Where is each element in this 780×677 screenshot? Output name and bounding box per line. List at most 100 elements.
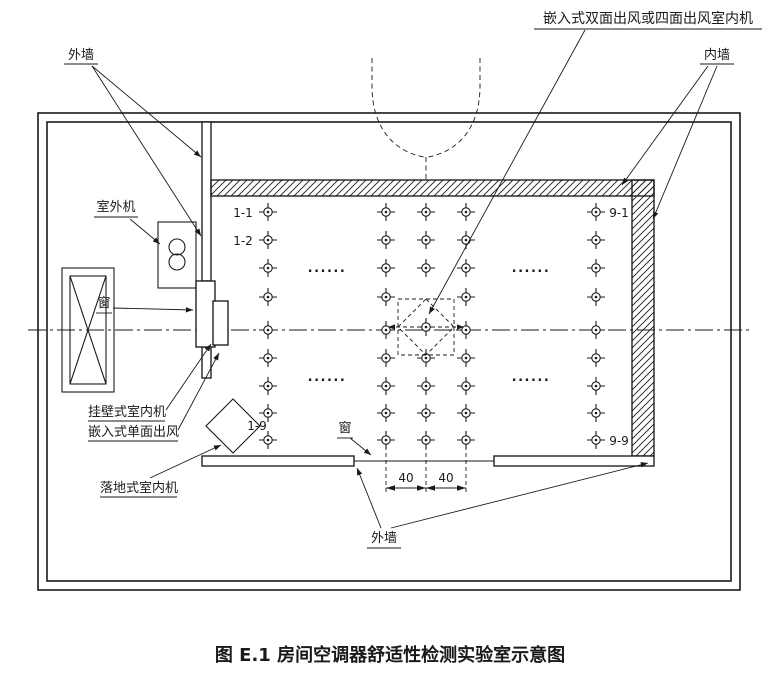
outdoor-unit-fan-bottom — [168, 253, 186, 271]
measurement-point — [258, 348, 278, 368]
measurement-point — [376, 320, 396, 340]
inner-wall-right-hatched — [631, 179, 655, 457]
leader-inner-wall-1 — [621, 65, 709, 186]
measurement-point — [376, 202, 396, 222]
labels: 外墙 嵌入式双面出风或四面出风室内机 内墙 室外机 窗 挂壁式室内机 嵌入式单面… — [64, 10, 762, 549]
measurement-point — [456, 258, 476, 278]
label-embedded-single-outlet: 嵌入式单面出风 — [88, 425, 179, 440]
label-floor-standing-unit: 落地式室内机 — [100, 480, 178, 496]
measurement-point — [376, 376, 396, 396]
measurement-point — [258, 430, 278, 450]
measurement-point — [416, 202, 436, 222]
measurement-point — [258, 320, 278, 340]
label-wall-mounted-unit: 挂壁式室内机 — [88, 404, 166, 420]
room-bottom-wall-left — [201, 455, 355, 467]
leader-wall-mounted-unit — [165, 343, 212, 411]
measurement-point — [416, 258, 436, 278]
measurement-point-grid — [258, 202, 606, 450]
outdoor-unit — [157, 221, 197, 289]
measurement-point — [456, 202, 476, 222]
leader-window-left — [112, 307, 194, 313]
room-left-wall-stub — [201, 346, 212, 379]
measurement-point — [586, 287, 606, 307]
measurement-point — [376, 230, 396, 250]
label-window-left: 窗 — [97, 295, 110, 311]
figure-caption: 图 E.1 房间空调器舒适性检测实验室示意图 — [215, 644, 565, 666]
measurement-point — [416, 348, 436, 368]
dim-arrow-1 — [386, 485, 395, 491]
grid-label-1-1: 1-1 — [233, 206, 253, 220]
leader-outer-wall-top-1 — [91, 65, 202, 158]
measurement-point — [586, 230, 606, 250]
leader-outer-wall-bottom-1 — [356, 467, 382, 529]
cassette-diffuser-diamond — [397, 298, 455, 356]
leader-cassette-unit — [428, 29, 586, 315]
grid-label-9-1: 9-1 — [609, 206, 629, 220]
leader-floor-standing-unit — [149, 444, 222, 479]
measurement-point — [416, 403, 436, 423]
grid-label-1-2: 1-2 — [233, 234, 253, 248]
air-handling-box — [61, 267, 115, 393]
test-room-walls — [195, 121, 655, 467]
wall-mounted-indoor-unit — [212, 300, 229, 346]
inner-wall-top-hatched — [210, 179, 655, 197]
air-handling-box-outer — [61, 267, 115, 393]
measurement-point — [586, 320, 606, 340]
measurement-point — [258, 230, 278, 250]
leader-inner-wall-2 — [652, 65, 718, 220]
grid-ellipsis-top-right: ...... — [512, 261, 551, 276]
door-swing-left-arc — [371, 58, 425, 158]
label-outdoor-unit: 室外机 — [96, 199, 135, 215]
leader-outdoor-unit — [129, 218, 161, 245]
label-window-bottom: 窗 — [338, 420, 351, 436]
dim-value-left: 40 — [398, 471, 413, 485]
dimension-40-40: 40 40 — [385, 446, 467, 495]
leader-window-bottom — [349, 437, 372, 456]
grid-label-9-9: 9-9 — [609, 434, 629, 448]
measurement-point — [376, 348, 396, 368]
dashed-door-swing — [371, 58, 481, 182]
grid-ellipsis-top-left: ...... — [308, 261, 347, 276]
dim-arrow-2 — [417, 485, 426, 491]
measurement-point — [258, 258, 278, 278]
leader-outer-wall-top-2 — [91, 65, 202, 237]
dim-arrow-4 — [457, 485, 466, 491]
measurement-point — [376, 403, 396, 423]
grid-labels: 1-1 1-2 1-9 9-1 9-9 ...... ...... ......… — [233, 206, 629, 448]
leader-embedded-single-outlet — [177, 352, 220, 431]
door-swing-right-arc — [427, 58, 481, 158]
room-bottom-wall-right — [493, 455, 655, 467]
leader-outer-wall-bottom-2 — [390, 462, 649, 529]
leader-lines — [91, 29, 718, 529]
label-outer-wall-bottom: 外墙 — [371, 531, 397, 546]
measurement-point — [258, 202, 278, 222]
measurement-point — [586, 430, 606, 450]
measurement-point — [376, 258, 396, 278]
measurement-point — [456, 403, 476, 423]
dim-arrow-3 — [426, 485, 435, 491]
grid-label-1-9: 1-9 — [247, 419, 267, 433]
outer-wall — [37, 112, 741, 591]
measurement-point — [416, 230, 436, 250]
outdoor-unit-body — [157, 221, 197, 289]
air-handling-box-diagonal-2 — [69, 275, 107, 385]
measurement-point — [456, 287, 476, 307]
grid-ellipsis-bottom-right: ...... — [512, 370, 551, 385]
measurement-point — [586, 403, 606, 423]
measurement-point — [586, 348, 606, 368]
measurement-point — [258, 376, 278, 396]
dim-value-right: 40 — [438, 471, 453, 485]
measurement-point — [416, 376, 436, 396]
outer-wall-inner-line — [46, 121, 732, 582]
label-inner-wall: 内墙 — [704, 47, 730, 63]
measurement-point — [258, 287, 278, 307]
outdoor-unit-fan-top — [168, 238, 186, 256]
left-window — [195, 280, 216, 348]
outer-wall-outline — [37, 112, 741, 591]
label-outer-wall-top: 外墙 — [68, 48, 94, 63]
measurement-point — [456, 376, 476, 396]
grid-ellipsis-bottom-left: ...... — [308, 370, 347, 385]
floor-standing-indoor-unit — [205, 398, 261, 454]
